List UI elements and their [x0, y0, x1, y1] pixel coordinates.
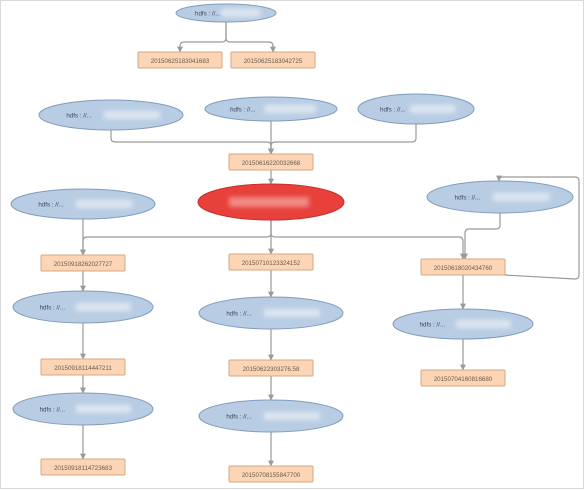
job-box-shape [228, 153, 314, 171]
job-box-label: 20150622303276.58 [243, 366, 300, 373]
edge-right1-to-boxr1 [462, 213, 501, 260]
hdfs-path-node-left-3[interactable]: hdfs : //... [12, 392, 154, 426]
hdfs-path-node-row2-left[interactable]: hdfs : //... [38, 99, 184, 131]
job-box-shape [137, 51, 223, 69]
hdfs-path-label: hdfs : //... [230, 107, 256, 114]
hdfs-path-label: hdfs : //... [380, 107, 406, 114]
redacted-path-blur [263, 309, 320, 317]
edge-row2-right-to-box3 [268, 124, 417, 155]
hdfs-path-node-left-1[interactable]: hdfs : //... [10, 188, 156, 220]
hdfs-path-label: hdfs : //... [40, 407, 66, 414]
job-box-20150616220032668[interactable]: 20150616220032668 [228, 153, 314, 171]
highlighted-hdfs-node[interactable] [197, 183, 345, 221]
redacted-path-blur [221, 9, 260, 17]
job-box-label: 20150708155847700 [242, 472, 301, 479]
job-box-shape [420, 369, 506, 387]
edge-top-to-box2 [225, 22, 276, 53]
job-box-shape [40, 358, 126, 376]
job-box-label: 20150918114447211 [54, 365, 112, 372]
job-box-label: 20150704160816680 [434, 376, 493, 383]
job-box-20150625183042725[interactable]: 20150625183042725 [230, 51, 316, 69]
job-box-20150625183041683[interactable]: 20150625183041683 [137, 51, 223, 69]
job-box-shape [228, 359, 314, 377]
edge-row2-left-to-box3 [110, 130, 274, 155]
job-box-20150708155847700[interactable]: 20150708155847700 [228, 465, 314, 483]
job-box-shape [40, 458, 126, 476]
hdfs-path-label: hdfs : //... [40, 305, 66, 312]
hdfs-path-label: hdfs : //... [226, 311, 252, 318]
redacted-path-blur [229, 197, 309, 207]
job-box-20150918114723683[interactable]: 20150918114723683 [40, 458, 126, 476]
hdfs-path-node-center-3[interactable]: hdfs : //... [198, 399, 344, 433]
redacted-path-blur [263, 412, 320, 420]
redacted-path-blur [75, 200, 132, 208]
job-box-20150622303276-58[interactable]: 20150622303276.58 [228, 359, 314, 377]
hdfs-path-node-center-2[interactable]: hdfs : //... [198, 296, 344, 330]
redacted-path-blur [76, 405, 131, 413]
hdfs-path-node-right-2[interactable]: hdfs : //... [392, 308, 534, 340]
edge-top-to-box1 [177, 22, 227, 53]
job-box-20150618020434760[interactable]: 20150618020434760 [420, 258, 506, 276]
edge-highlight-to-right [270, 220, 466, 260]
node-layer: hdfs : //... 20150625183041683 20150625183… [10, 3, 574, 483]
redacted-path-blur [456, 320, 511, 328]
job-box-shape [40, 254, 126, 272]
hdfs-path-node-left-2[interactable]: hdfs : //... [12, 290, 154, 324]
redacted-path-blur [410, 105, 456, 113]
job-box-label: 20150918262027727 [54, 261, 113, 268]
redacted-path-blur [103, 111, 160, 119]
hdfs-path-label: hdfs : //... [226, 414, 252, 421]
job-box-label: 20150616220032668 [242, 160, 301, 167]
edge-layer [80, 22, 580, 467]
edge-loop-back [496, 175, 580, 280]
hdfs-path-label: hdfs : //... [420, 322, 446, 329]
hdfs-path-node-row2-center[interactable]: hdfs : //... [204, 96, 338, 122]
job-box-shape [420, 258, 506, 276]
job-box-label: 20150625183042725 [244, 58, 303, 65]
job-box-20150704160816680[interactable]: 20150704160816680 [420, 369, 506, 387]
job-box-shape [230, 51, 316, 69]
job-box-20150918262027727[interactable]: 20150918262027727 [40, 254, 126, 272]
job-box-20150710123324152[interactable]: 20150710123324152 [228, 253, 314, 271]
job-box-20150918114447211[interactable]: 20150918114447211 [40, 358, 126, 376]
job-box-label: 20150618020434760 [434, 265, 493, 272]
redacted-path-blur [76, 303, 131, 311]
hdfs-path-label: hdfs : //... [66, 113, 92, 120]
job-box-label: 20150918114723683 [54, 465, 113, 472]
redacted-path-blur [492, 193, 550, 201]
hdfs-path-label: hdfs : //... [195, 11, 221, 18]
hdfs-path-node-row2-right[interactable]: hdfs : //... [357, 93, 475, 125]
hdfs-path-label: hdfs : //... [455, 195, 481, 202]
job-box-label: 20150710123324152 [242, 260, 301, 267]
job-box-shape [228, 253, 314, 271]
hdfs-path-node-top[interactable]: hdfs : //... [175, 3, 277, 23]
redacted-path-blur [264, 105, 316, 113]
job-box-shape [228, 465, 314, 483]
hdfs-path-node-right-1[interactable]: hdfs : //... [426, 180, 574, 214]
job-box-label: 20150625183041683 [151, 58, 210, 65]
hdfs-path-label: hdfs : //... [38, 202, 64, 209]
edge-highlight-to-left [80, 220, 272, 256]
